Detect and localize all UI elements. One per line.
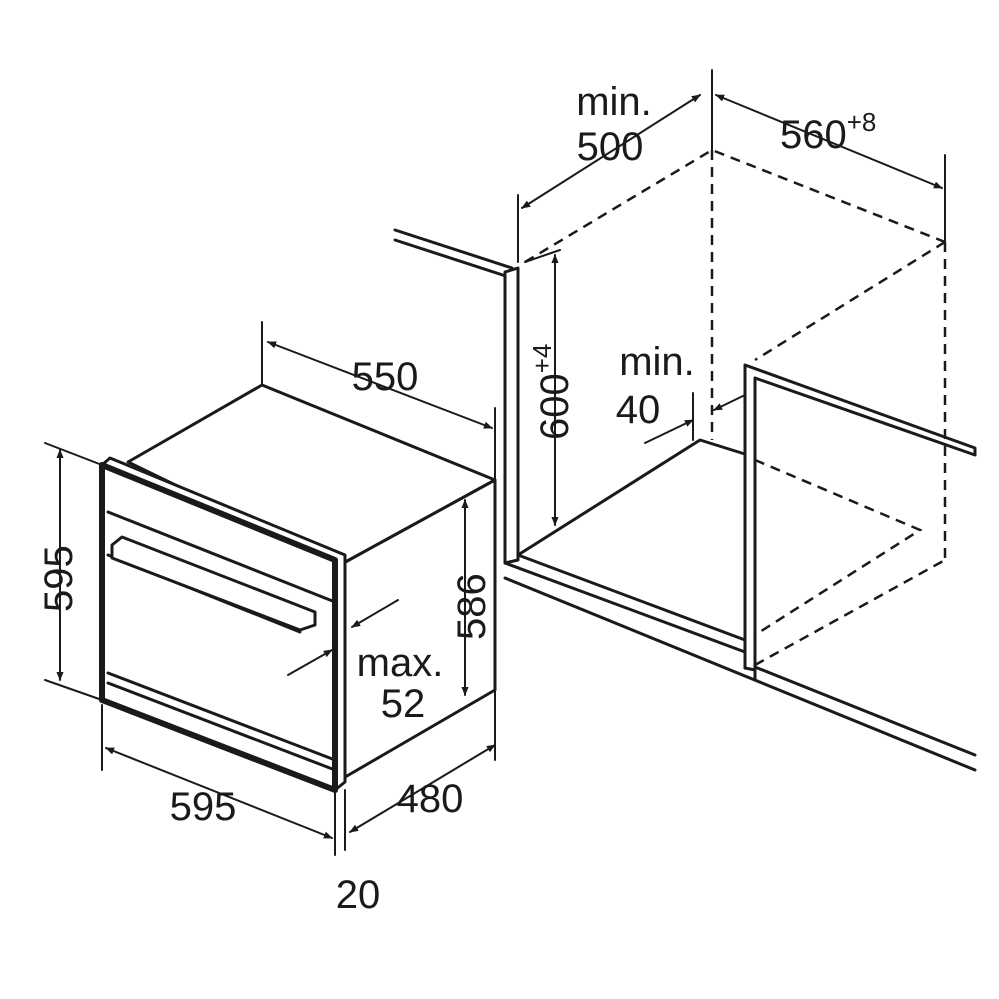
label-min-500: 500	[577, 125, 644, 169]
dim-560-arrow	[715, 94, 943, 189]
label-595-width: 595	[170, 785, 237, 829]
dim-595-width-arrow	[105, 747, 333, 839]
plinth-line	[503, 576, 977, 772]
dim-min-40-arrow-right	[713, 394, 746, 411]
niche-left-panel	[503, 266, 520, 565]
countertop-left	[393, 228, 514, 270]
niche-right-panel	[743, 363, 977, 672]
dim-max-52-arrow-top	[351, 599, 399, 628]
label-550: 550	[352, 355, 419, 399]
niche-dashed-top	[524, 148, 946, 264]
label-560: 560+8	[780, 107, 876, 157]
dim-max-52-arrow-bottom	[287, 649, 333, 676]
dim-min-500-arrow	[521, 94, 701, 209]
dim-min-40-arrow-left	[644, 419, 694, 444]
dim-550-arrow	[267, 341, 493, 429]
dim-480-arrow	[349, 744, 496, 833]
label-min-40: 40	[616, 388, 661, 432]
niche-drawing	[393, 69, 977, 772]
label-max: max.	[357, 641, 444, 685]
oven-control-strip	[106, 510, 337, 604]
label-min-gap: min.	[619, 340, 695, 384]
label-20: 20	[336, 873, 381, 917]
label-586: 586	[450, 573, 494, 640]
label-600: 600+4	[527, 344, 577, 440]
label-52: 52	[381, 682, 426, 726]
label-min-top: min.	[576, 80, 652, 124]
label-480: 480	[397, 777, 464, 821]
oven-door-handle	[110, 535, 317, 632]
oven-drawing	[44, 321, 497, 856]
label-595-height: 595	[37, 545, 81, 612]
